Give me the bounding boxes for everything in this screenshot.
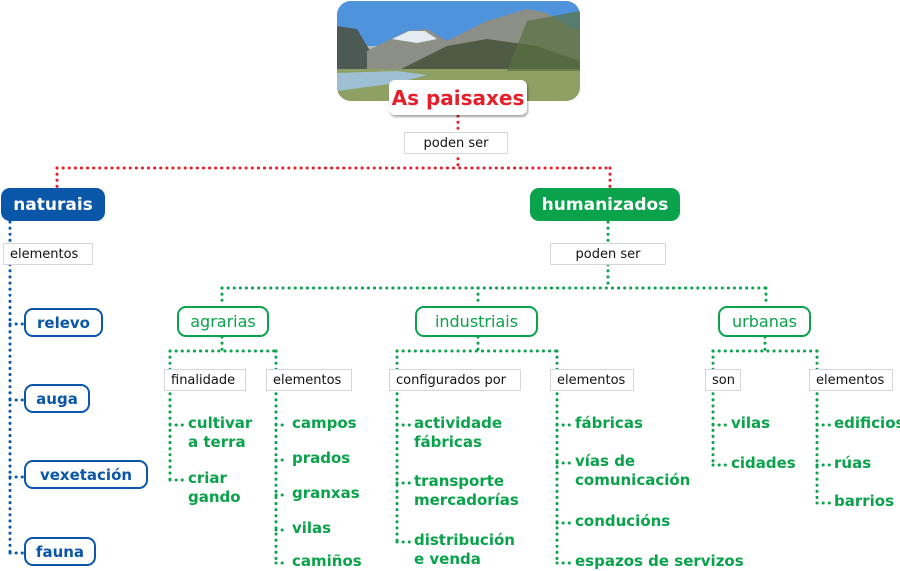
natural-item-relevo: relevo — [24, 308, 103, 337]
urbanas-son-item: cidades — [731, 454, 796, 472]
root-connector-label: poden ser — [404, 132, 508, 154]
agrarias-element-item: granxas — [292, 484, 360, 502]
humanizados-connector-label: poden ser — [550, 243, 666, 265]
urbanas-son-label: son — [705, 369, 741, 391]
industriais-configurados-label: configurados por — [389, 369, 521, 391]
industriais-element-item: fábricas — [575, 414, 643, 432]
natural-item-vexetacion: vexetación — [24, 460, 148, 489]
urbanas-element-item: rúas — [834, 454, 872, 472]
naturais-node: naturais — [1, 188, 105, 221]
agrarias-element-item: camiños — [292, 552, 362, 570]
mountain-landscape-image — [337, 1, 580, 101]
agrarias-element-item: campos — [292, 414, 357, 432]
industriais-element-item: espazos de servizos — [575, 552, 744, 570]
humanizados-node: humanizados — [530, 188, 680, 221]
urbanas-element-item: barrios — [834, 492, 895, 510]
humanizados-connectors — [168, 220, 832, 565]
urbanas-son-item: vilas — [731, 414, 771, 432]
naturais-connectors — [8, 220, 26, 555]
industriais-elementos-label: elementos — [550, 369, 634, 391]
agrarias-node: agrarias — [177, 306, 269, 337]
urbanas-node: urbanas — [718, 306, 811, 337]
urbanas-elementos-label: elementos — [809, 369, 893, 391]
industriais-node: industriais — [415, 306, 538, 337]
mountain-landscape-icon — [337, 1, 580, 101]
agrarias-element-item: vilas — [292, 519, 332, 537]
urbanas-element-item: edificios — [834, 414, 900, 432]
natural-item-fauna: fauna — [24, 537, 96, 566]
root-connectors — [55, 114, 612, 190]
agrarias-elementos-label: elementos — [266, 369, 352, 391]
agrarias-finalidade-label: finalidade — [164, 369, 246, 391]
concept-map-title: As paisaxes — [389, 80, 527, 115]
naturais-connector-label: elementos — [3, 243, 93, 265]
industriais-element-item: conducións — [575, 512, 671, 530]
natural-item-auga: auga — [24, 384, 90, 413]
agrarias-element-item: prados — [292, 449, 351, 467]
